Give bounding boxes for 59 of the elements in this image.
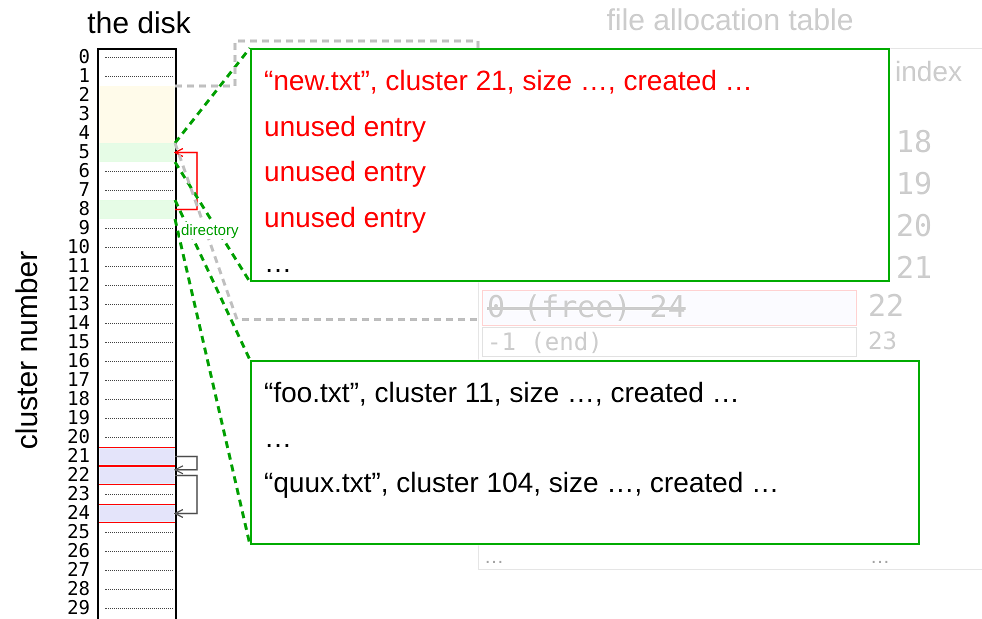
cluster-number: 3 — [78, 105, 90, 124]
entry-text: unused entry — [264, 200, 427, 235]
cluster-number: 18 — [67, 390, 90, 409]
cluster-number: 1 — [78, 67, 90, 86]
entry-text: … — [264, 246, 293, 280]
arrow — [174, 148, 198, 210]
cluster-number: 11 — [67, 257, 90, 276]
entry-text: “new.txt”, cluster 21, size …, created … — [264, 64, 754, 98]
cluster-number: 2 — [78, 86, 90, 105]
arrow — [174, 474, 198, 518]
cluster-number: 5 — [78, 143, 90, 162]
connector-line — [174, 161, 252, 283]
cluster-number: 28 — [67, 580, 90, 599]
cluster-number: 19 — [67, 409, 90, 428]
cluster-number: 4 — [78, 124, 90, 143]
cluster-number: 12 — [67, 276, 90, 295]
cluster-number: 0 — [78, 48, 90, 67]
connector-line — [175, 40, 480, 88]
cluster-number: 23 — [67, 485, 90, 504]
table-text: … — [484, 545, 504, 569]
cluster-highlight — [99, 447, 175, 466]
cluster-number: 15 — [67, 333, 90, 352]
connector-line — [174, 199, 252, 361]
cluster-number: 14 — [67, 314, 90, 333]
arrow — [174, 456, 198, 474]
directory-entries-box — [250, 48, 890, 282]
entry-text: … — [264, 421, 293, 455]
cluster-number: 25 — [67, 523, 90, 542]
cluster-number: 8 — [78, 200, 90, 219]
cluster-number: 22 — [67, 466, 90, 485]
cluster-highlight — [99, 86, 175, 143]
entry-text: “quux.txt”, cluster 104, size …, created … — [264, 466, 780, 500]
cluster-number: 13 — [67, 295, 90, 314]
cluster-number: 29 — [67, 599, 90, 618]
entry-text: unused entry — [264, 155, 427, 189]
cluster-number: 16 — [67, 352, 90, 371]
cluster-number: 20 — [67, 428, 90, 447]
connector-line — [174, 47, 252, 144]
cluster-number: 24 — [67, 504, 90, 523]
disk-heading: the disk — [86, 6, 192, 42]
directory-entries-box — [250, 360, 920, 545]
cluster-number: 6 — [78, 162, 90, 181]
region-label: directory — [180, 222, 240, 239]
cluster-highlight — [99, 504, 175, 523]
cluster-highlight — [99, 143, 175, 162]
table-text: … — [870, 545, 890, 569]
cluster-highlight — [99, 466, 175, 485]
cluster-highlight — [99, 200, 175, 219]
cluster-number: 26 — [67, 542, 90, 561]
cluster-number: 27 — [67, 561, 90, 580]
cluster-number: 10 — [67, 238, 90, 257]
connector-line — [174, 142, 478, 321]
cluster-number: 17 — [67, 371, 90, 390]
cluster-number: 21 — [67, 447, 90, 466]
entry-text: “foo.txt”, cluster 11, size …, created … — [264, 376, 741, 410]
cluster-number: 7 — [78, 181, 90, 200]
cluster-number: 9 — [78, 219, 90, 238]
axis-title: cluster number — [11, 250, 45, 450]
entry-text: unused entry — [264, 110, 427, 144]
